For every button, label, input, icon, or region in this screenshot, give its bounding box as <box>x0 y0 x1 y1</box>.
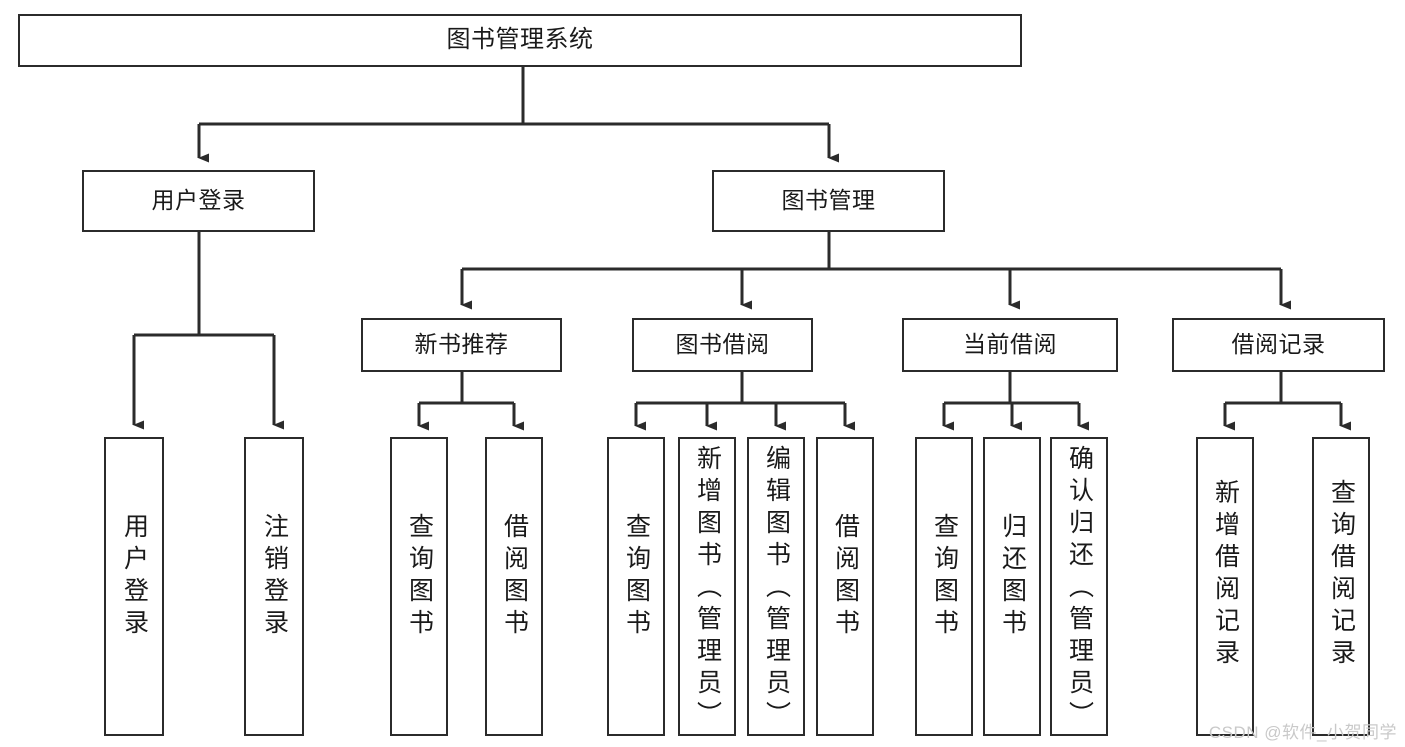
leaf-query-book-3-label: 查询图书 <box>930 513 959 641</box>
leaf-add-borrow-record[interactable]: 新增借阅记录 <box>1196 437 1254 736</box>
leaf-borrow-book-1-label: 借阅图书 <box>500 513 529 641</box>
node-current-borrow-label: 当前借阅 <box>963 331 1057 358</box>
leaf-borrow-book-2-label: 借阅图书 <box>831 513 860 641</box>
leaf-query-book-2-label: 查询图书 <box>622 513 651 641</box>
leaf-user-login[interactable]: 用户登录 <box>104 437 164 736</box>
leaf-confirm-return-label: 确认归还（管理员） <box>1065 445 1094 733</box>
leaf-borrow-book-1[interactable]: 借阅图书 <box>485 437 543 736</box>
leaf-user-logout-label: 注销登录 <box>260 513 289 641</box>
leaf-add-book[interactable]: 新增图书（管理员） <box>678 437 736 736</box>
leaf-add-book-label: 新增图书（管理员） <box>693 445 722 733</box>
watermark-credit: CSDN @软件_小贺同学 <box>1208 723 1397 742</box>
leaf-user-login-label: 用户登录 <box>120 513 149 641</box>
leaf-query-book-2[interactable]: 查询图书 <box>607 437 665 736</box>
leaf-borrow-book-2[interactable]: 借阅图书 <box>816 437 874 736</box>
leaf-add-borrow-record-label: 新增借阅记录 <box>1211 479 1240 671</box>
node-new-book-recommend[interactable]: 新书推荐 <box>361 318 562 372</box>
node-user-login[interactable]: 用户登录 <box>82 170 315 232</box>
leaf-return-book[interactable]: 归还图书 <box>983 437 1041 736</box>
node-user-login-label: 用户登录 <box>151 187 246 214</box>
node-root-system-label: 图书管理系统 <box>446 26 594 54</box>
leaf-return-book-label: 归还图书 <box>998 513 1027 641</box>
leaf-query-book-1-label: 查询图书 <box>405 513 434 641</box>
node-book-management-label: 图书管理 <box>781 187 876 214</box>
leaf-query-borrow-record[interactable]: 查询借阅记录 <box>1312 437 1370 736</box>
node-borrow-record-label: 借阅记录 <box>1231 331 1326 358</box>
leaf-confirm-return[interactable]: 确认归还（管理员） <box>1050 437 1108 736</box>
leaf-query-book-1[interactable]: 查询图书 <box>390 437 448 736</box>
node-new-book-recommend-label: 新书推荐 <box>414 331 509 358</box>
node-book-borrow-label: 图书借阅 <box>675 331 770 358</box>
leaf-query-borrow-record-label: 查询借阅记录 <box>1327 479 1356 671</box>
leaf-edit-book-label: 编辑图书（管理员） <box>762 445 791 733</box>
node-borrow-record[interactable]: 借阅记录 <box>1172 318 1385 372</box>
node-current-borrow[interactable]: 当前借阅 <box>902 318 1118 372</box>
node-book-borrow[interactable]: 图书借阅 <box>632 318 813 372</box>
leaf-query-book-3[interactable]: 查询图书 <box>915 437 973 736</box>
node-root-system[interactable]: 图书管理系统 <box>18 14 1022 67</box>
node-book-management[interactable]: 图书管理 <box>712 170 945 232</box>
leaf-user-logout[interactable]: 注销登录 <box>244 437 304 736</box>
leaf-edit-book[interactable]: 编辑图书（管理员） <box>747 437 805 736</box>
